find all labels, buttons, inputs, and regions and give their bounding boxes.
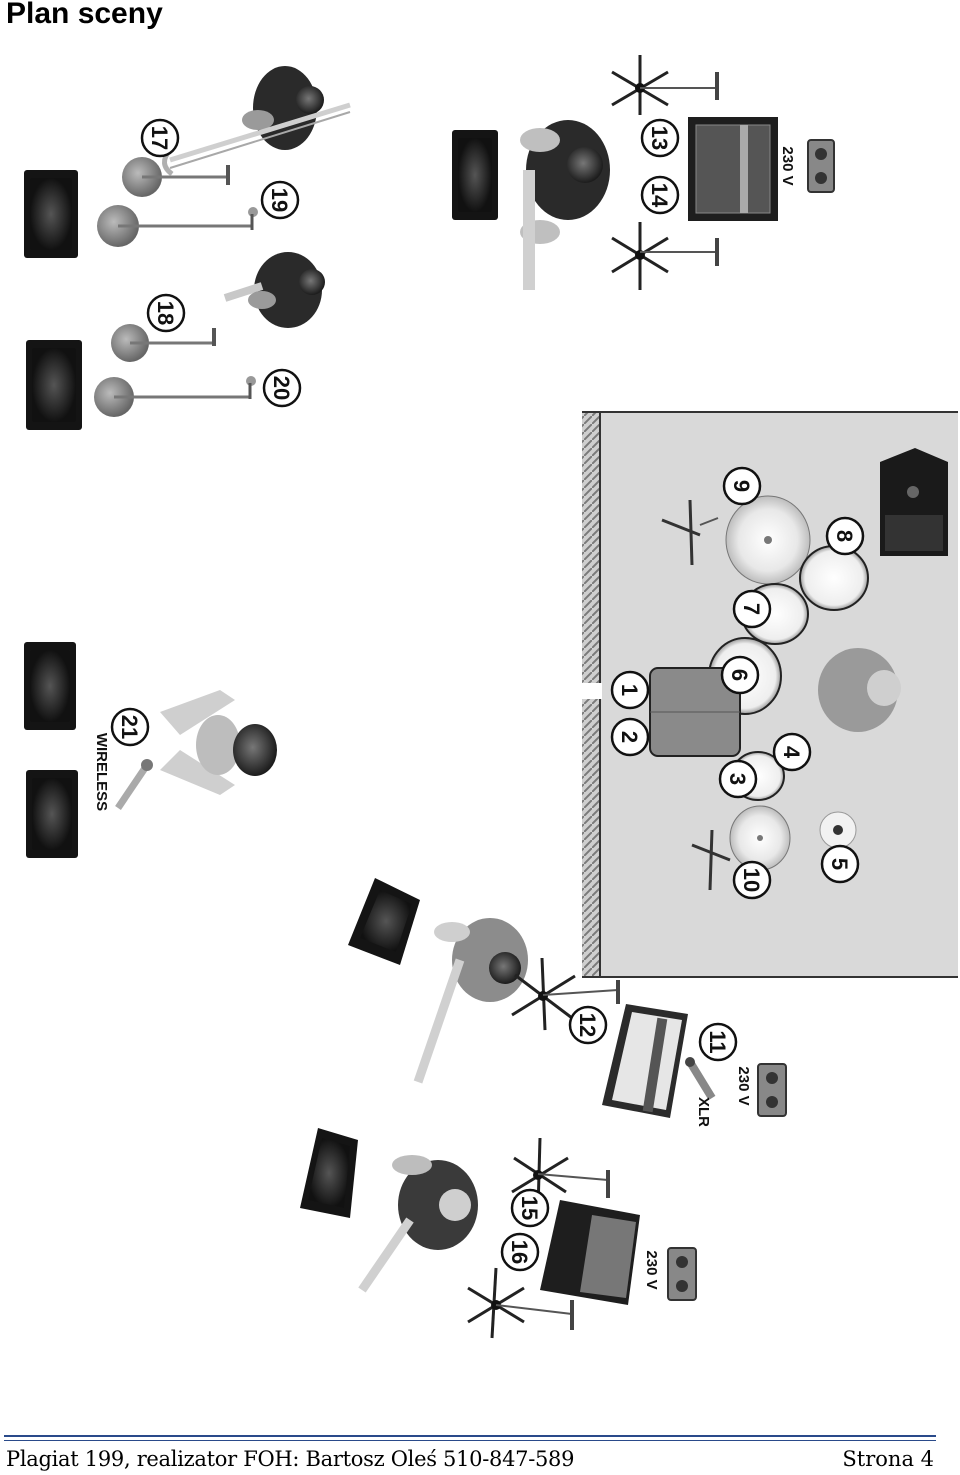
label-21: 21 bbox=[112, 709, 148, 745]
label-20: 20 bbox=[264, 370, 300, 406]
svg-text:17: 17 bbox=[147, 126, 172, 150]
label-8: 8 bbox=[827, 518, 863, 554]
svg-text:13: 13 bbox=[647, 126, 672, 150]
xlr-di-connector bbox=[685, 1057, 712, 1098]
label-16: 16 bbox=[502, 1234, 538, 1270]
svg-text:6: 6 bbox=[727, 669, 752, 681]
svg-text:7: 7 bbox=[739, 603, 764, 615]
label-15: 15 bbox=[512, 1190, 548, 1226]
mic-stand bbox=[97, 205, 258, 247]
svg-text:10: 10 bbox=[739, 868, 764, 892]
label-17: 17 bbox=[142, 120, 178, 156]
footer-credits: Plagiat 199, realizator FOH: Bartosz Ole… bbox=[6, 1446, 574, 1472]
label-14: 14 bbox=[642, 177, 678, 213]
svg-text:21: 21 bbox=[117, 715, 142, 739]
svg-text:5: 5 bbox=[827, 858, 852, 870]
label-6: 6 bbox=[722, 657, 758, 693]
svg-text:1: 1 bbox=[617, 684, 642, 696]
label-5: 5 bbox=[822, 846, 858, 882]
wedge-monitor bbox=[26, 770, 78, 858]
power-outlet bbox=[808, 140, 834, 192]
keyboard-player bbox=[362, 1155, 478, 1290]
svg-text:9: 9 bbox=[729, 480, 754, 492]
label-1: 1 bbox=[612, 672, 648, 708]
mic-stand bbox=[612, 222, 718, 290]
svg-text:11: 11 bbox=[705, 1030, 730, 1053]
wedge-monitor bbox=[26, 340, 82, 430]
label-11: 11 bbox=[700, 1024, 736, 1060]
wireless-label: WIRELESS bbox=[93, 733, 110, 811]
svg-text:230 V: 230 V bbox=[735, 1066, 752, 1105]
svg-text:12: 12 bbox=[575, 1013, 600, 1037]
wedge-monitor bbox=[348, 878, 420, 965]
xlr-label: XLR bbox=[695, 1097, 712, 1127]
mic-stand bbox=[122, 157, 228, 197]
bassist bbox=[418, 918, 528, 1082]
svg-text:18: 18 bbox=[153, 301, 178, 325]
kick-pedal bbox=[820, 812, 856, 848]
power-outlet bbox=[668, 1248, 696, 1300]
mic-stand bbox=[94, 376, 256, 417]
footer-rule bbox=[4, 1440, 936, 1441]
svg-text:2: 2 bbox=[617, 731, 642, 743]
svg-text:20: 20 bbox=[269, 376, 294, 400]
footer-rule bbox=[4, 1435, 936, 1437]
wedge-monitor bbox=[24, 642, 76, 730]
page-number: Strona 4 bbox=[842, 1446, 934, 1472]
label-3: 3 bbox=[720, 761, 756, 797]
label-12: 12 bbox=[570, 1007, 606, 1043]
label-2: 2 bbox=[612, 719, 648, 755]
cymbal bbox=[726, 496, 810, 584]
guitarist bbox=[520, 120, 610, 290]
wedge-monitor bbox=[452, 130, 498, 220]
label-19: 19 bbox=[262, 182, 298, 218]
svg-text:3: 3 bbox=[725, 773, 750, 785]
power-label: 230 V bbox=[735, 1066, 752, 1105]
wedge-monitor bbox=[24, 170, 78, 258]
svg-text:230 V: 230 V bbox=[643, 1250, 660, 1289]
bass-amplifier bbox=[602, 1004, 688, 1118]
svg-text:8: 8 bbox=[832, 530, 857, 542]
svg-text:16: 16 bbox=[507, 1240, 532, 1264]
vocalist bbox=[160, 690, 277, 795]
svg-text:WIRELESS: WIRELESS bbox=[93, 733, 110, 811]
label-4: 4 bbox=[774, 734, 810, 770]
svg-text:15: 15 bbox=[517, 1196, 542, 1220]
svg-text:14: 14 bbox=[647, 183, 672, 208]
power-outlet bbox=[758, 1064, 786, 1116]
wireless-microphone bbox=[118, 759, 153, 808]
trombone-player bbox=[164, 66, 350, 174]
svg-text:230 V: 230 V bbox=[779, 146, 796, 185]
cymbal bbox=[730, 806, 790, 870]
guitar-amplifier bbox=[688, 117, 778, 221]
drum-monitor bbox=[880, 448, 948, 556]
trumpet-player bbox=[225, 252, 325, 328]
power-label: 230 V bbox=[643, 1250, 660, 1289]
svg-text:4: 4 bbox=[779, 746, 804, 759]
keyboard-amplifier bbox=[540, 1200, 640, 1305]
mic-stand bbox=[612, 55, 718, 115]
power-label: 230 V bbox=[779, 146, 796, 185]
label-9: 9 bbox=[724, 468, 760, 504]
svg-text:19: 19 bbox=[267, 188, 292, 212]
label-18: 18 bbox=[148, 295, 184, 331]
wedge-monitor bbox=[300, 1128, 358, 1218]
svg-text:XLR: XLR bbox=[695, 1097, 712, 1127]
label-10: 10 bbox=[734, 862, 770, 898]
floor-tom bbox=[800, 546, 868, 610]
label-13: 13 bbox=[642, 120, 678, 156]
label-7: 7 bbox=[734, 591, 770, 627]
